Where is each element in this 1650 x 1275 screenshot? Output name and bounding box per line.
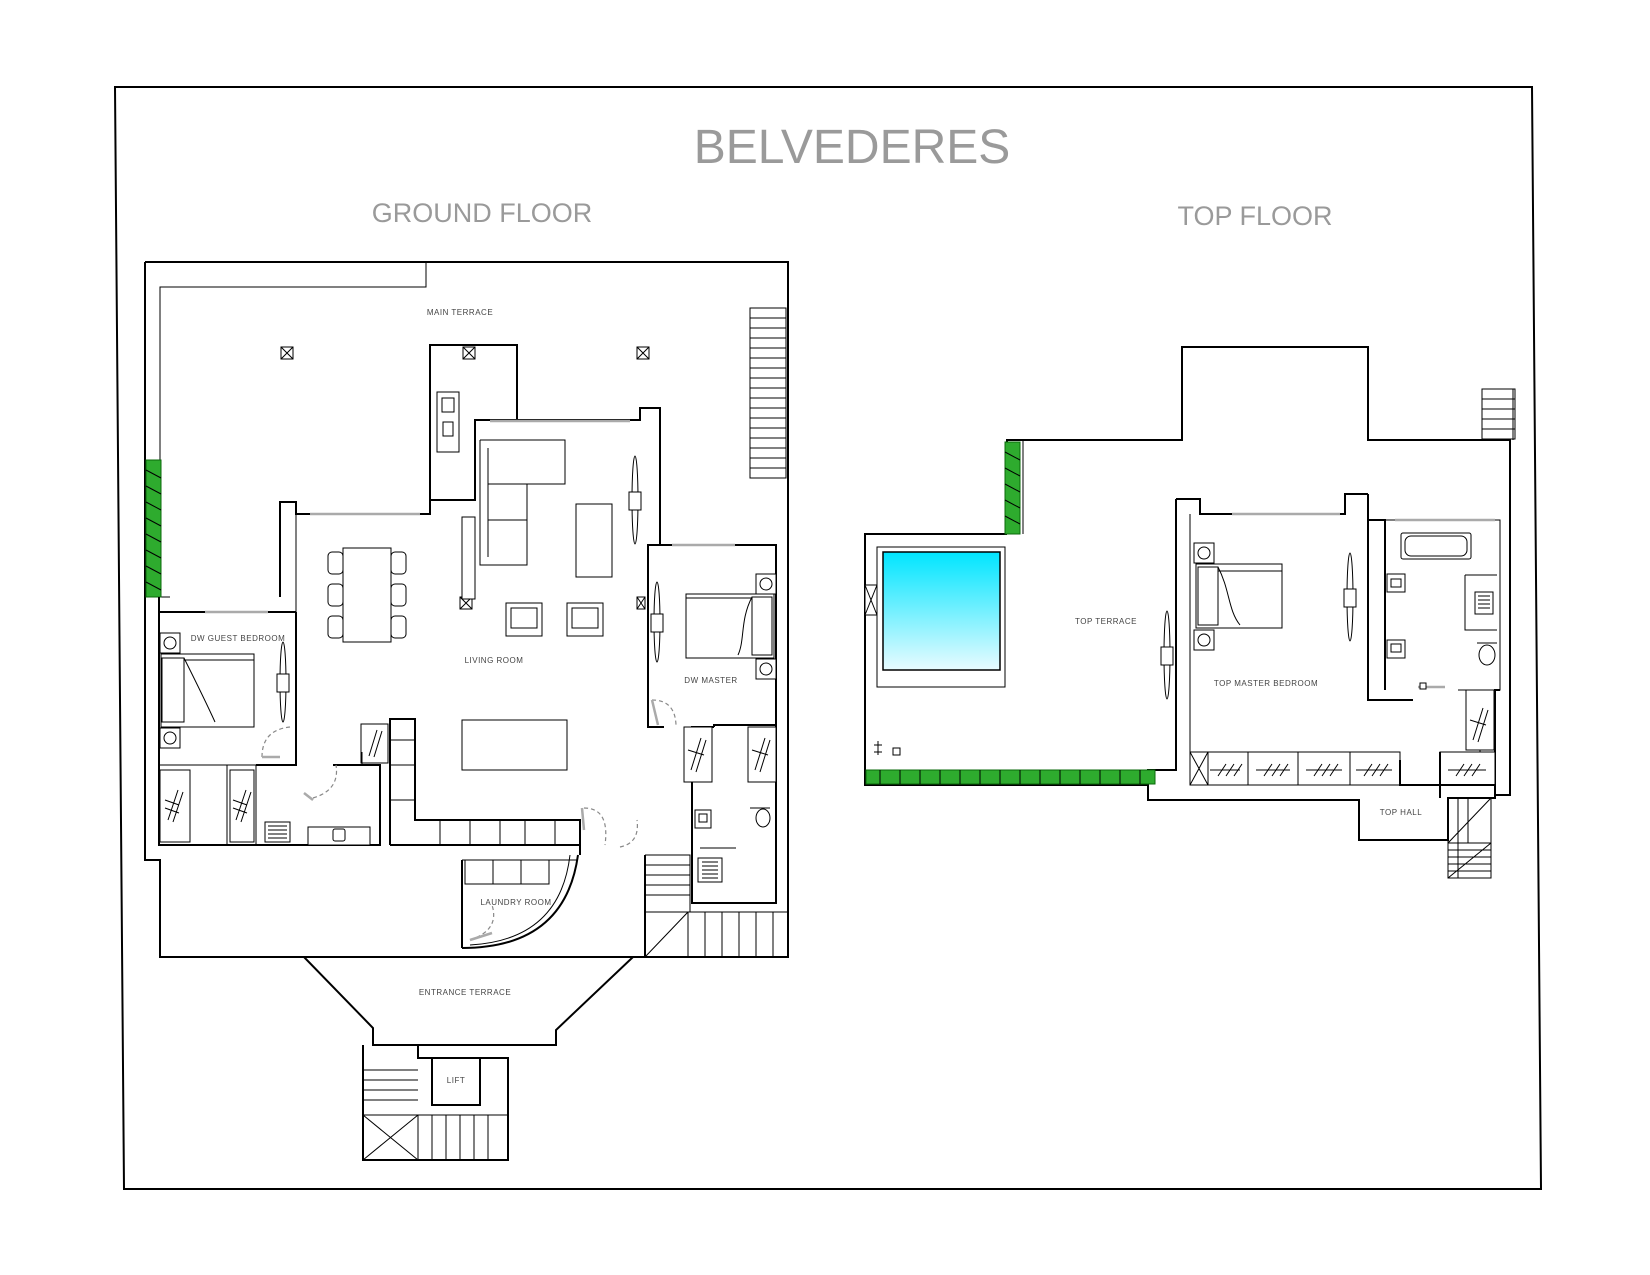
living-sofa [461, 439, 613, 771]
label-main-terrace: MAIN TERRACE [427, 308, 493, 317]
entrance-terrace-outline [160, 956, 645, 1046]
hedge-left [145, 459, 162, 598]
laundry-room-wall [461, 854, 579, 949]
lift-block [362, 1044, 509, 1161]
ground-stair-terrace [749, 307, 787, 479]
guest-bedroom-wall [158, 597, 381, 846]
tv-guest [276, 641, 290, 723]
master-bed [685, 573, 777, 680]
hedge-top [865, 441, 1156, 785]
top-master-bed [1193, 542, 1283, 651]
ground-floor-plan [144, 261, 789, 1161]
plan-title: BELVEDERES [694, 121, 1011, 174]
top-stair-right [1481, 388, 1516, 440]
top-stair-down [1447, 797, 1492, 879]
label-top-master: TOP MASTER BEDROOM [1214, 679, 1318, 688]
label-top-terrace: TOP TERRACE [1075, 617, 1137, 626]
ground-floor-heading: GROUND FLOOR [372, 198, 593, 228]
label-living-room: LIVING ROOM [465, 656, 524, 665]
tv-ground-left [628, 455, 642, 545]
top-floor-heading: TOP FLOOR [1177, 201, 1332, 231]
pool [864, 546, 1006, 756]
label-top-hall: TOP HALL [1380, 808, 1422, 817]
label-guest-bedroom: DW GUEST BEDROOM [191, 634, 286, 643]
top-closet [1439, 689, 1496, 786]
tv-top-terrace [1160, 610, 1174, 700]
top-wardrobes [1189, 751, 1401, 786]
top-floor-plan [864, 346, 1516, 879]
dining-table [327, 547, 407, 643]
label-lift: LIFT [447, 1076, 465, 1085]
tv-master [650, 581, 664, 663]
ground-stair-bottom [644, 854, 789, 958]
label-entrance-terrace: ENTRANCE TERRACE [419, 988, 511, 997]
tv-top-master [1343, 552, 1357, 642]
label-master: DW MASTER [684, 676, 737, 685]
terrace-columns [280, 346, 650, 610]
guest-bed [159, 632, 255, 749]
label-laundry: LAUNDRY ROOM [480, 898, 551, 907]
sheet-border [113, 86, 1543, 1190]
